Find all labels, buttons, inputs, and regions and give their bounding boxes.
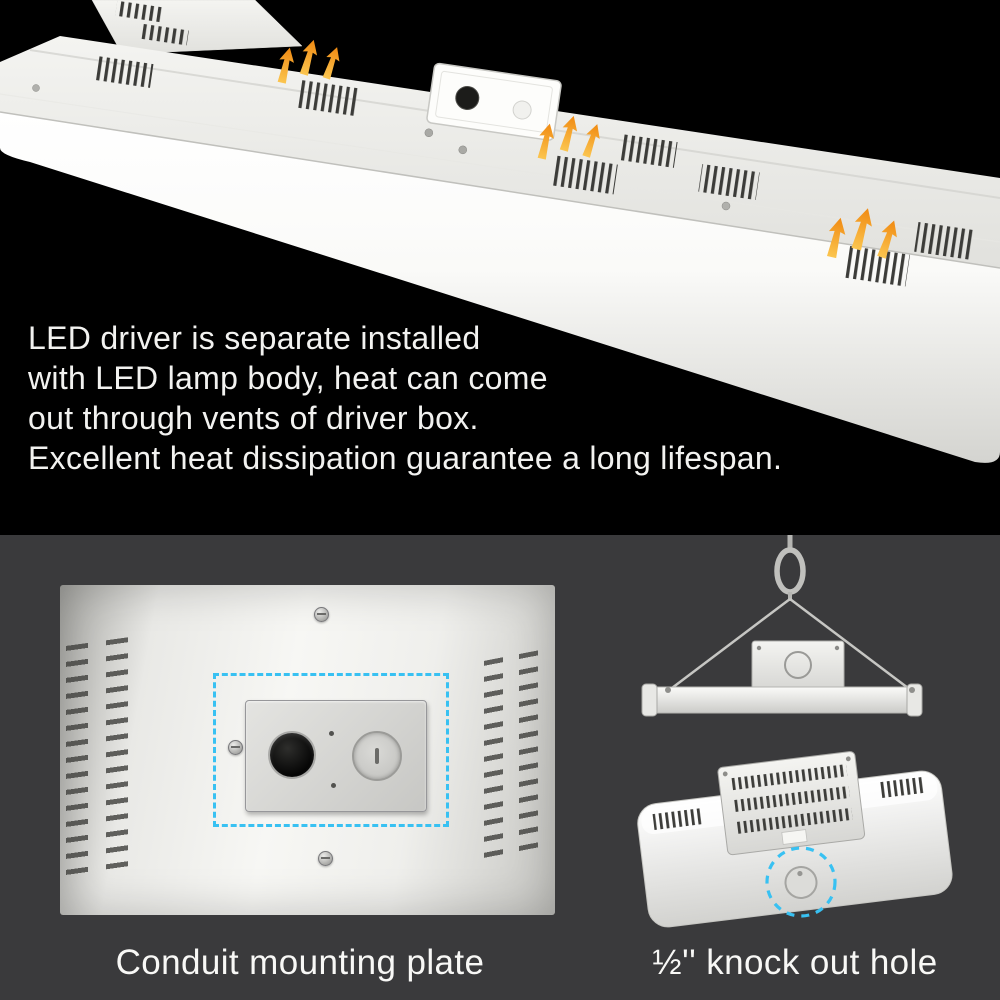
vent-cluster — [296, 79, 360, 117]
pilot-hole — [331, 783, 336, 788]
caption-knockout-hole: ½'' knock out hole — [652, 943, 938, 982]
conduit-mounting-plate — [245, 700, 427, 812]
vent-cluster — [728, 764, 848, 791]
fixture-front-face — [0, 112, 1000, 463]
hanging-wires — [667, 598, 913, 692]
vent-column — [519, 650, 538, 859]
vent-cluster — [734, 807, 853, 835]
top-conduit-plate — [424, 62, 562, 155]
caption-conduit-plate: Conduit mounting plate — [115, 943, 485, 982]
conduit-hole — [455, 85, 480, 110]
knockout-disc — [784, 651, 812, 679]
knockout-disc — [512, 100, 532, 120]
screw-icon — [228, 740, 243, 755]
vent-cluster — [652, 807, 705, 830]
vent-block-right — [484, 649, 544, 865]
screw-icon — [318, 851, 333, 866]
fixture-top-face — [0, 36, 1000, 268]
conduit-plate-photo — [60, 585, 555, 915]
vent-cluster — [139, 23, 189, 46]
vent-column — [106, 637, 128, 873]
spec-label — [781, 829, 808, 845]
vent-block-left — [66, 636, 136, 878]
screw-icon — [845, 756, 851, 762]
knockout-disc — [352, 731, 402, 781]
feature-description-line: with LED lamp body, heat can come — [28, 360, 548, 396]
vent-cluster — [842, 245, 910, 287]
vent-cluster — [618, 134, 678, 168]
vent-cluster — [731, 785, 851, 813]
vent-cluster — [878, 776, 926, 799]
screw-icon — [458, 145, 468, 155]
screw-icon — [721, 201, 731, 211]
heat-arrow-icon — [319, 44, 344, 81]
screw-icon — [32, 84, 40, 92]
led-fixture-top-view — [0, 0, 1000, 463]
knockout-highlight-circle — [765, 846, 837, 918]
screw-icon — [722, 771, 728, 777]
vent-column — [66, 642, 88, 878]
vent-cluster — [698, 163, 760, 201]
top-face-seam — [0, 93, 1000, 243]
heat-arrow-icon — [296, 37, 321, 77]
heat-dissipation-section: LED driver is separate installed with LE… — [0, 0, 1000, 478]
pilot-hole — [329, 731, 334, 736]
vent-cluster — [552, 155, 618, 195]
vent-clusters — [94, 0, 976, 287]
hanging-fixture-photo — [637, 535, 953, 928]
vent-cluster — [94, 56, 154, 88]
conduit-hole — [270, 733, 314, 777]
screw-icon — [314, 607, 329, 622]
feature-description: LED driver is separate installed with LE… — [28, 318, 782, 478]
fixture-body — [0, 0, 1000, 463]
feature-description-line: LED driver is separate installed — [28, 320, 481, 356]
vent-column — [484, 657, 503, 865]
feature-description-line: Excellent heat dissipation guarantee a l… — [28, 440, 783, 476]
knockout-hole — [784, 866, 818, 900]
fixture-angled-view — [637, 751, 953, 928]
vent-cluster — [115, 0, 163, 23]
hook-icon — [774, 535, 806, 601]
details-section: Conduit mounting plate ½'' knock out hol… — [0, 535, 1000, 1000]
vent-cluster — [914, 221, 976, 261]
fixture-edge-view — [641, 640, 923, 717]
feature-description-line: out through vents of driver box. — [28, 400, 479, 436]
plate-highlight-rectangle — [213, 673, 449, 827]
screw-icon — [424, 128, 434, 138]
